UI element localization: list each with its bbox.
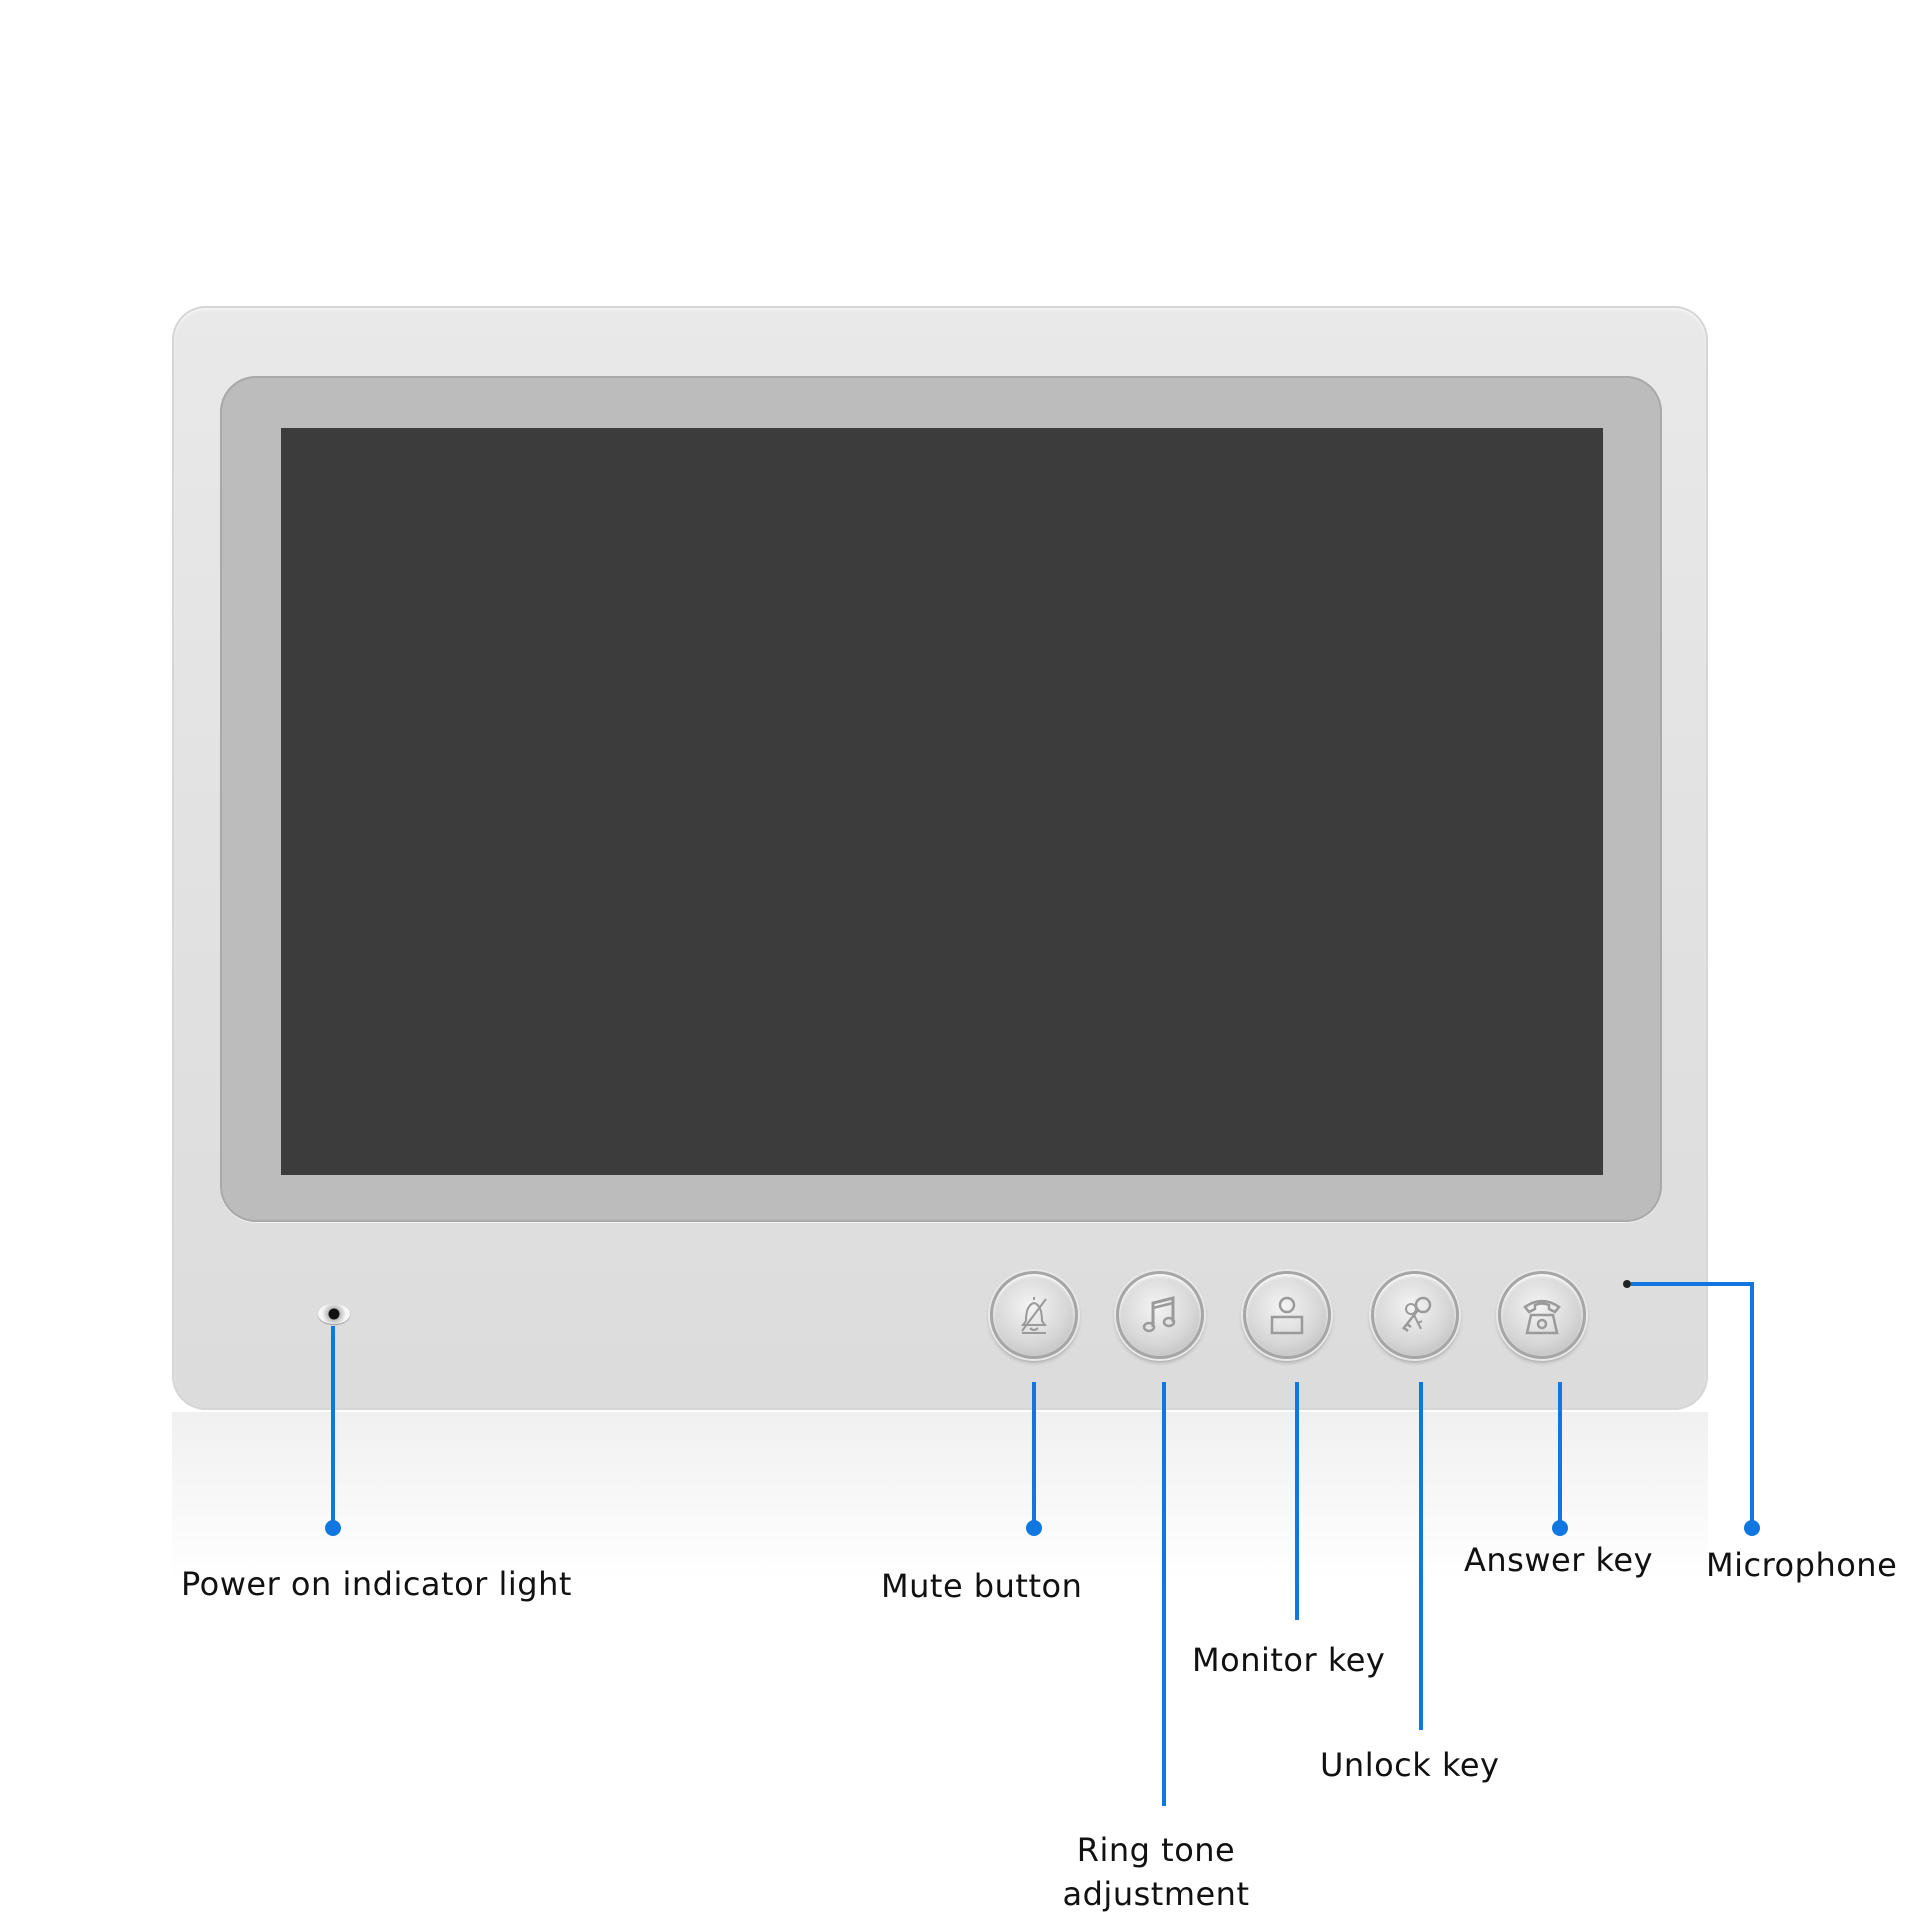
keys-icon — [1402, 1296, 1432, 1332]
mute-button[interactable] — [990, 1271, 1078, 1359]
power-indicator-light — [318, 1304, 350, 1324]
microphone-hole — [1623, 1280, 1631, 1288]
label-monitor-key: Monitor key — [1192, 1641, 1386, 1679]
ring-tone-button[interactable] — [1116, 1271, 1204, 1359]
answer-key-button[interactable] — [1498, 1271, 1586, 1359]
label-unlock-key: Unlock key — [1320, 1746, 1500, 1784]
display-screen — [281, 428, 1603, 1175]
monitor-person-icon — [1270, 1296, 1304, 1335]
label-ring-tone: Ring tone adjustment — [1046, 1828, 1266, 1916]
unlock-key-button[interactable] — [1371, 1271, 1459, 1359]
label-mute-button: Mute button — [881, 1567, 1083, 1605]
music-note-icon — [1142, 1296, 1176, 1333]
telephone-icon — [1523, 1299, 1561, 1335]
label-ring-tone-line1: Ring tone — [1076, 1831, 1236, 1869]
bell-off-icon — [1021, 1297, 1047, 1334]
monitor-key-button[interactable] — [1243, 1271, 1331, 1359]
label-ring-tone-line2: adjustment — [1062, 1875, 1250, 1913]
label-power-indicator: Power on indicator light — [181, 1565, 572, 1603]
device-reflection — [172, 1412, 1708, 1582]
callout-mic-dot — [1744, 1520, 1760, 1536]
label-microphone: Microphone — [1706, 1546, 1898, 1584]
label-answer-key: Answer key — [1464, 1541, 1654, 1579]
